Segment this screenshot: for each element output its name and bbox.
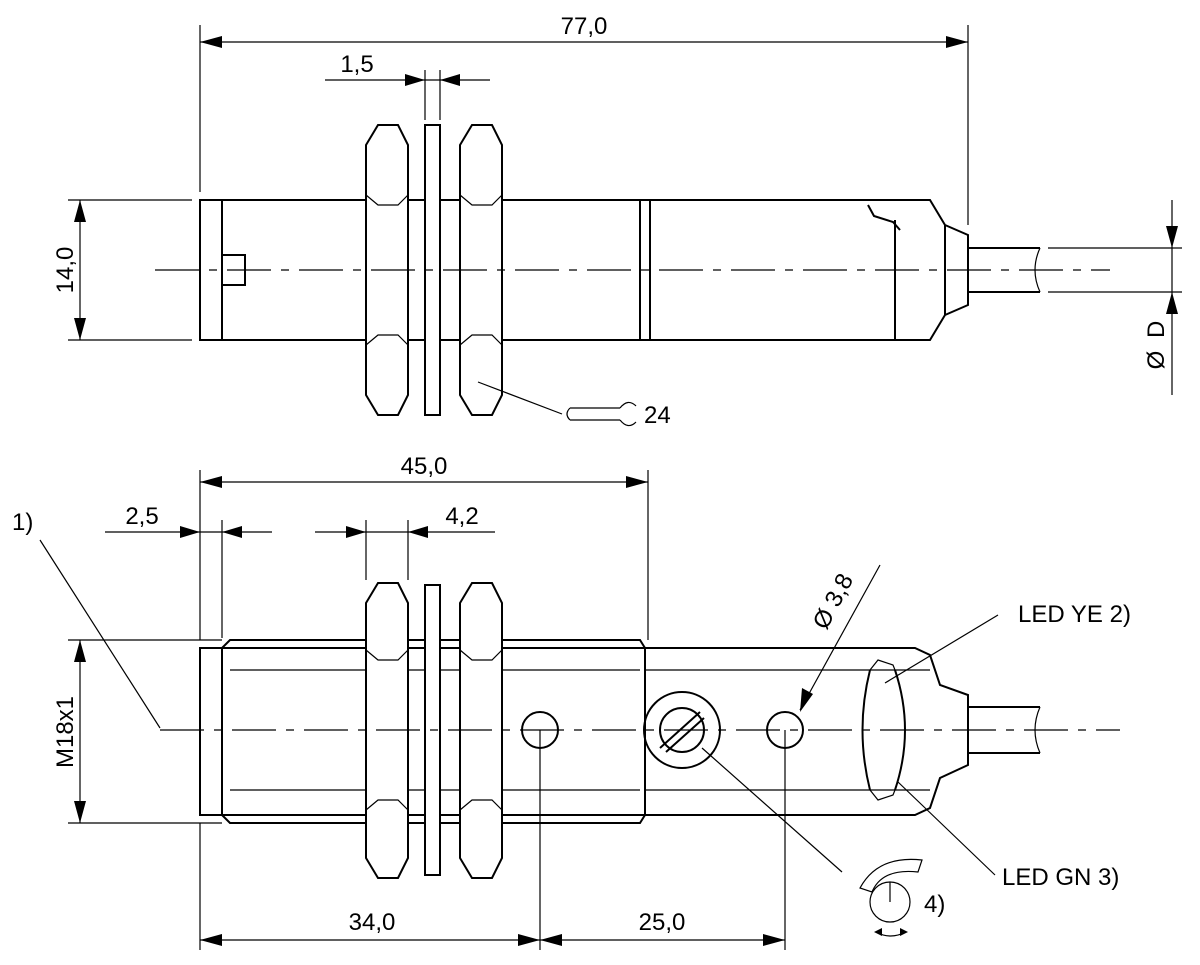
dim-thread: M18x1 — [52, 696, 79, 768]
wrench-size: 24 — [644, 402, 671, 429]
callout-led-green: LED GN 3) — [1002, 864, 1119, 891]
dim-nut-width: 4,2 — [445, 503, 478, 530]
bottom-view: 45,0 2,5 4,2 M18x1 Ø 3,8 1) LED YE 2) LE… — [12, 453, 1131, 950]
diameter-symbol: Ø — [1143, 351, 1170, 370]
dim-led-hole-diameter: Ø 3,8 — [808, 569, 859, 634]
dim-total-length: 77,0 — [561, 13, 608, 40]
callout-potentiometer: 4) — [924, 891, 945, 918]
callout-led-yellow: LED YE 2) — [1018, 601, 1131, 628]
callout-note-1: 1) — [12, 509, 33, 536]
top-view: 77,0 1,5 14,0 Ø D 24 — [52, 13, 1182, 429]
wrench-icon — [566, 401, 637, 427]
dim-hole-1-position: 34,0 — [349, 909, 396, 936]
dim-hole-spacing: 25,0 — [639, 909, 686, 936]
dim-width-flat: 14,0 — [52, 247, 79, 294]
dim-threaded-length: 45,0 — [401, 453, 448, 480]
dim-cable-diameter: D — [1143, 321, 1170, 338]
potentiometer-rotate-icon — [859, 858, 923, 937]
dim-nut-thickness: 1,5 — [340, 51, 373, 78]
dim-front-offset: 2,5 — [125, 503, 158, 530]
svg-text:Ø D: Ø D — [1143, 321, 1170, 370]
